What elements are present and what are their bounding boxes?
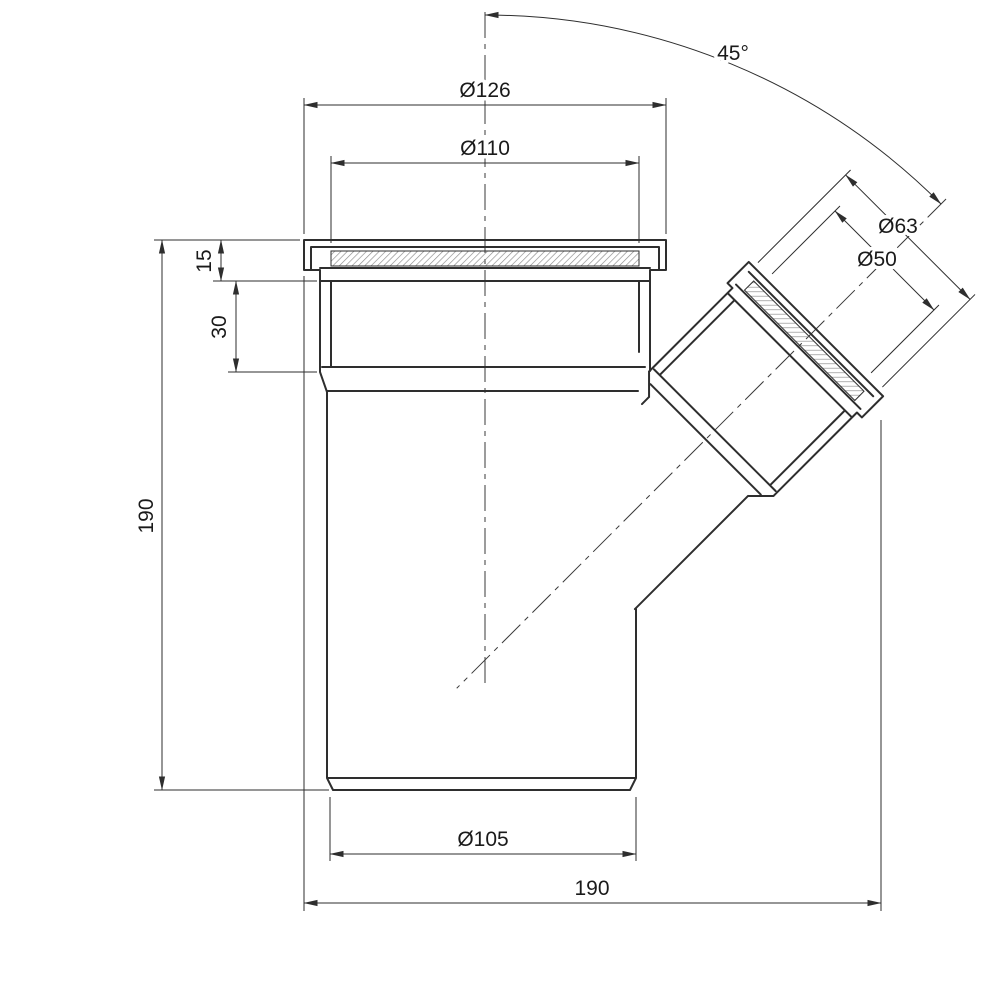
dim-label-rim-height: 15 xyxy=(193,249,216,272)
dim-branch-pipe-dia xyxy=(771,205,940,374)
dim-rim-height xyxy=(213,239,317,282)
branch-outline xyxy=(633,260,885,611)
dim-label-socket-depth: 30 xyxy=(208,315,231,338)
branch-centerline-group xyxy=(456,198,947,689)
dim-label-socket-inner-dia: Ø110 xyxy=(460,137,510,160)
dim-label-branch-socket-dia: Ø63 xyxy=(878,215,918,238)
dim-extension-line xyxy=(330,156,640,243)
dim-overall-height xyxy=(154,239,329,791)
dim-extension-line xyxy=(303,276,882,911)
dim-pipe-outer-dia xyxy=(329,797,637,861)
dim-label-overall-height: 190 xyxy=(135,498,158,533)
branch-centerline xyxy=(456,198,947,689)
gasket-hatch-main xyxy=(330,250,640,267)
dim-label-pipe-outer-dia: Ø105 xyxy=(457,828,508,851)
dim-extension-line xyxy=(154,239,329,791)
dim-label-branch-angle: 45° xyxy=(717,42,749,65)
dim-socket-depth xyxy=(228,280,317,373)
dim-overall-width xyxy=(303,276,882,911)
dim-socket-outer-dia xyxy=(303,98,667,234)
dim-extension-line xyxy=(771,205,940,374)
dim-arc-45 xyxy=(484,11,942,205)
dim-label-overall-width: 190 xyxy=(574,877,609,900)
main-body-outline xyxy=(303,239,667,791)
dim-extension-line xyxy=(303,98,667,234)
dim-angle-45 xyxy=(484,11,942,205)
dim-line-branch-pipe-dia xyxy=(834,210,935,311)
gasket-hatch-branch xyxy=(743,280,865,402)
dim-label-socket-outer-dia: Ø126 xyxy=(459,79,510,102)
dim-socket-inner-dia xyxy=(330,156,640,243)
dim-extension-line xyxy=(329,797,637,861)
dim-label-branch-pipe-dia: Ø50 xyxy=(857,248,897,271)
